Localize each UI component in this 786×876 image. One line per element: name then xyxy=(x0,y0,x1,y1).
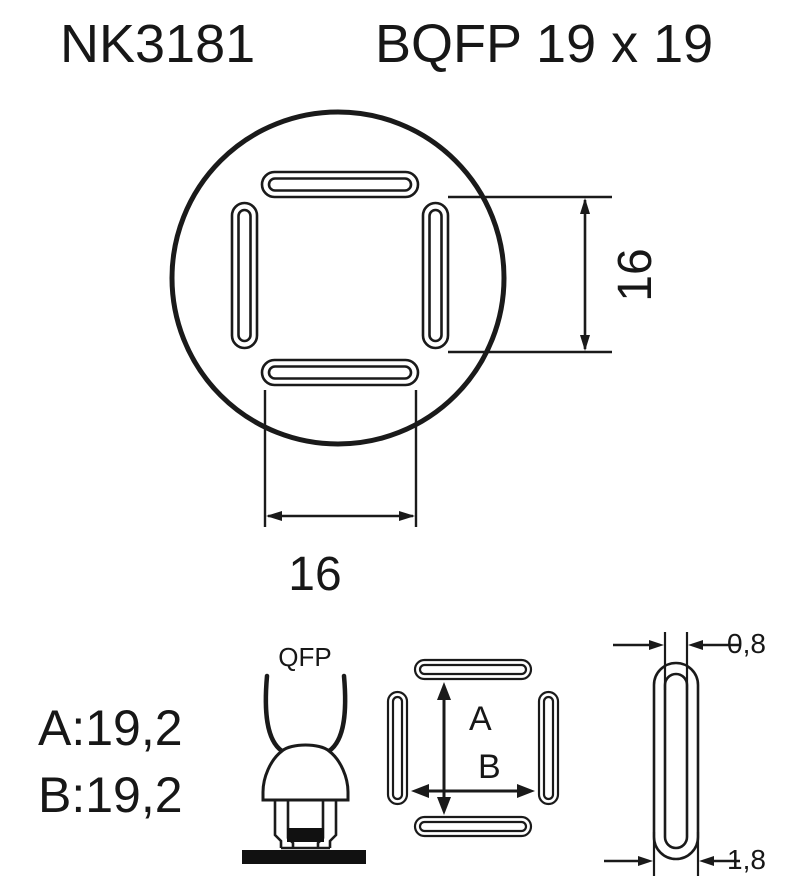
inner-dim-arrowhead-right xyxy=(688,640,703,650)
qfp-side-view-title: QFP xyxy=(278,642,331,672)
spec-a-label: A:19,2 xyxy=(38,700,183,756)
main-nozzle-top-view xyxy=(169,109,507,447)
pattern-slot-top xyxy=(413,658,533,681)
horizontal-dimension-16: 16 xyxy=(263,390,418,601)
nozzle-leg-right-outer xyxy=(328,800,338,848)
nozzle-outer-circle xyxy=(169,109,507,447)
pattern-dimension-a: A xyxy=(437,682,492,815)
nozzle-body xyxy=(261,743,350,802)
slot-cross-section-detail: 0,8 1,8 xyxy=(604,628,766,876)
slot-top-inner xyxy=(267,177,413,192)
pattern-slot-right xyxy=(537,690,560,806)
slot-right xyxy=(421,201,450,350)
part-number-title: NK3181 xyxy=(60,14,255,74)
pattern-slot-left xyxy=(386,690,409,806)
inner-dim-arrowhead-left xyxy=(649,640,664,650)
pattern-dimension-b: B xyxy=(411,748,535,798)
ic-component-body xyxy=(287,828,324,842)
spec-b-label: B:19,2 xyxy=(38,767,183,823)
b-arrowhead-left xyxy=(411,784,429,798)
slot-left xyxy=(230,201,259,350)
a-arrowhead-up xyxy=(437,682,451,700)
outer-dim-arrowhead-left xyxy=(638,856,653,866)
b-arrowhead-right xyxy=(517,784,535,798)
pattern-slot-right-inner xyxy=(542,695,555,801)
vdim-arrowhead-down xyxy=(580,335,590,351)
vdim-arrowhead-up xyxy=(580,198,590,214)
slot-top xyxy=(260,170,420,199)
detail-dimension-inner-width: 0,8 xyxy=(613,628,766,659)
qfp-side-view: QFP xyxy=(242,642,366,864)
vertical-dimension-label: 16 xyxy=(609,248,662,301)
detail-slot-inner xyxy=(663,672,689,850)
nozzle-wall-left xyxy=(263,673,285,754)
a-arrowhead-down xyxy=(437,797,451,815)
nozzle-leg-left-outer xyxy=(273,800,283,848)
pattern-slot-bottom-inner xyxy=(418,820,528,833)
slot-left-inner xyxy=(237,208,252,343)
slot-right-inner xyxy=(428,208,443,343)
inner-width-label: 0,8 xyxy=(727,628,766,659)
a-arrow-label: A xyxy=(469,700,492,738)
slot-pattern-view: A B xyxy=(386,658,560,838)
pattern-slot-bottom xyxy=(413,815,533,838)
spec-values-block: A:19,2 B:19,2 xyxy=(38,700,183,823)
detail-dimension-outer-width: 1,8 xyxy=(604,844,766,875)
slot-bottom xyxy=(260,358,420,387)
vertical-dimension-16: 16 xyxy=(448,195,662,354)
outer-dim-arrowhead-right xyxy=(699,856,714,866)
b-arrow-label: B xyxy=(478,748,501,786)
hdim-arrowhead-right xyxy=(399,511,415,521)
hdim-arrowhead-left xyxy=(266,511,282,521)
nozzle-wall-right xyxy=(326,673,348,754)
pattern-slot-left-inner xyxy=(391,695,404,801)
slot-bottom-inner xyxy=(267,365,413,380)
horizontal-dimension-label: 16 xyxy=(288,548,341,601)
outer-width-label: 1,8 xyxy=(727,844,766,875)
package-type-title: BQFP 19 x 19 xyxy=(375,14,713,74)
pattern-slot-top-inner xyxy=(418,663,528,676)
pcb-board xyxy=(242,850,366,864)
